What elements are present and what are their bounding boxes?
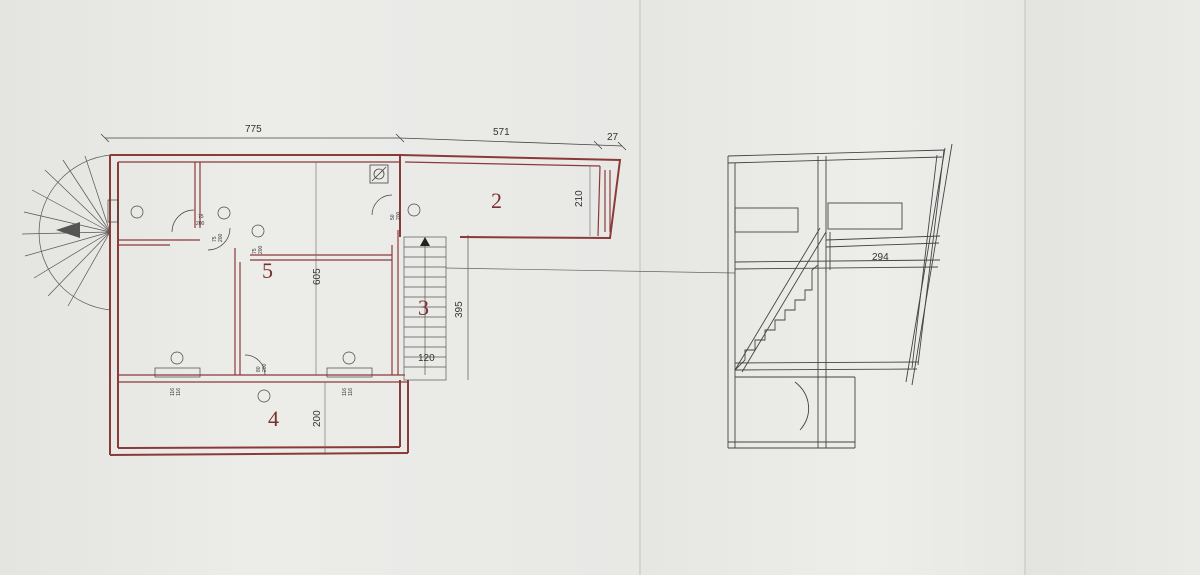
- dim-label-210: 210: [574, 190, 585, 207]
- dim-label-395: 395: [454, 301, 465, 318]
- section-cut-line: [445, 267, 736, 274]
- svg-text:200: 200: [196, 221, 205, 227]
- svg-text:200: 200: [396, 211, 402, 220]
- room-number-2: 2: [491, 188, 502, 213]
- door-size-marks: 75 200 75 200 80 200 75 200 116 116 116 …: [170, 211, 402, 396]
- section-drawing: [727, 143, 953, 449]
- stair-up-arrow-icon: [420, 237, 430, 246]
- dim-label-294: 294: [872, 252, 889, 263]
- svg-text:116: 116: [176, 388, 182, 396]
- dim-label-571: 571: [493, 127, 510, 138]
- svg-text:200: 200: [218, 233, 224, 242]
- interior-walls: [118, 161, 611, 383]
- room-number-4: 4: [268, 406, 279, 431]
- paper-fold-line: [1024, 0, 1026, 575]
- dim-label-120: 120: [418, 353, 435, 364]
- dim-label-27: 27: [607, 132, 619, 143]
- svg-text:200: 200: [258, 245, 264, 254]
- dim-label-605: 605: [312, 268, 323, 285]
- top-dimension-lines: [100, 133, 627, 151]
- dim-label-775: 775: [245, 124, 262, 135]
- sheet-panel-plan: [0, 0, 640, 575]
- exterior-walls: [109, 154, 622, 456]
- svg-text:116: 116: [342, 388, 348, 396]
- spiral-staircase: [21, 154, 111, 311]
- room-number-3: 3: [418, 295, 429, 320]
- svg-text:200: 200: [262, 363, 268, 372]
- sheet-panel-section: [640, 0, 1025, 575]
- svg-text:75: 75: [252, 248, 258, 254]
- svg-text:75: 75: [198, 214, 204, 220]
- svg-text:50: 50: [390, 214, 396, 220]
- room-number-5: 5: [262, 258, 273, 283]
- svg-text:116: 116: [170, 388, 176, 396]
- dim-label-200: 200: [312, 410, 323, 427]
- sheet-panel-blank: [1025, 0, 1200, 575]
- svg-text:116: 116: [348, 388, 354, 396]
- stair-arrow-icon: [56, 222, 80, 238]
- straight-staircase: [403, 235, 469, 381]
- chimney-symbol: [369, 164, 389, 184]
- svg-text:75: 75: [212, 236, 218, 242]
- svg-text:80: 80: [256, 366, 262, 372]
- fixture-symbols: [107, 194, 421, 403]
- paper-fold-line: [639, 0, 641, 575]
